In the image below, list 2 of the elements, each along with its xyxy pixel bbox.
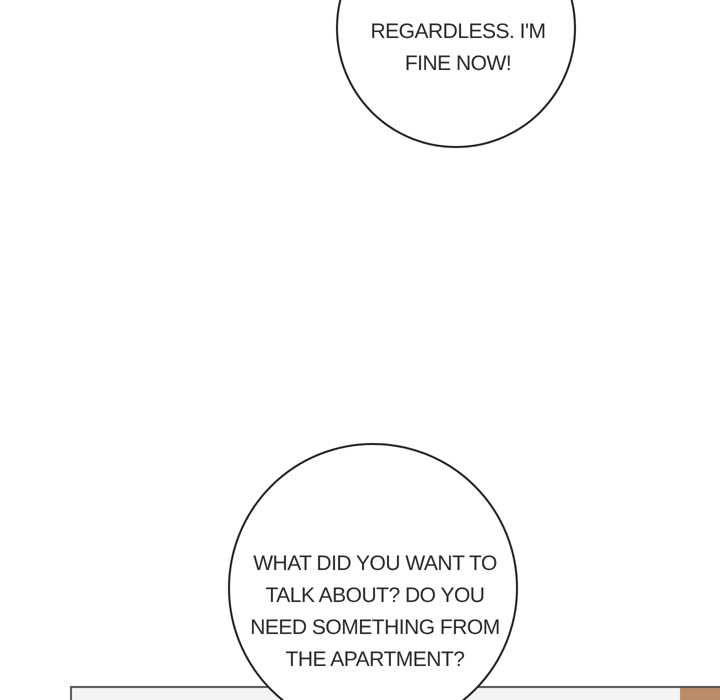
speech-text: REGARDLESS. I'M FINE NOW!: [369, 19, 547, 77]
speech-text: WHAT DID YOU WANT TO TALK ABOUT? DO YOU NEED SOMETHING FROM THE APARTMENT?: [249, 551, 501, 673]
